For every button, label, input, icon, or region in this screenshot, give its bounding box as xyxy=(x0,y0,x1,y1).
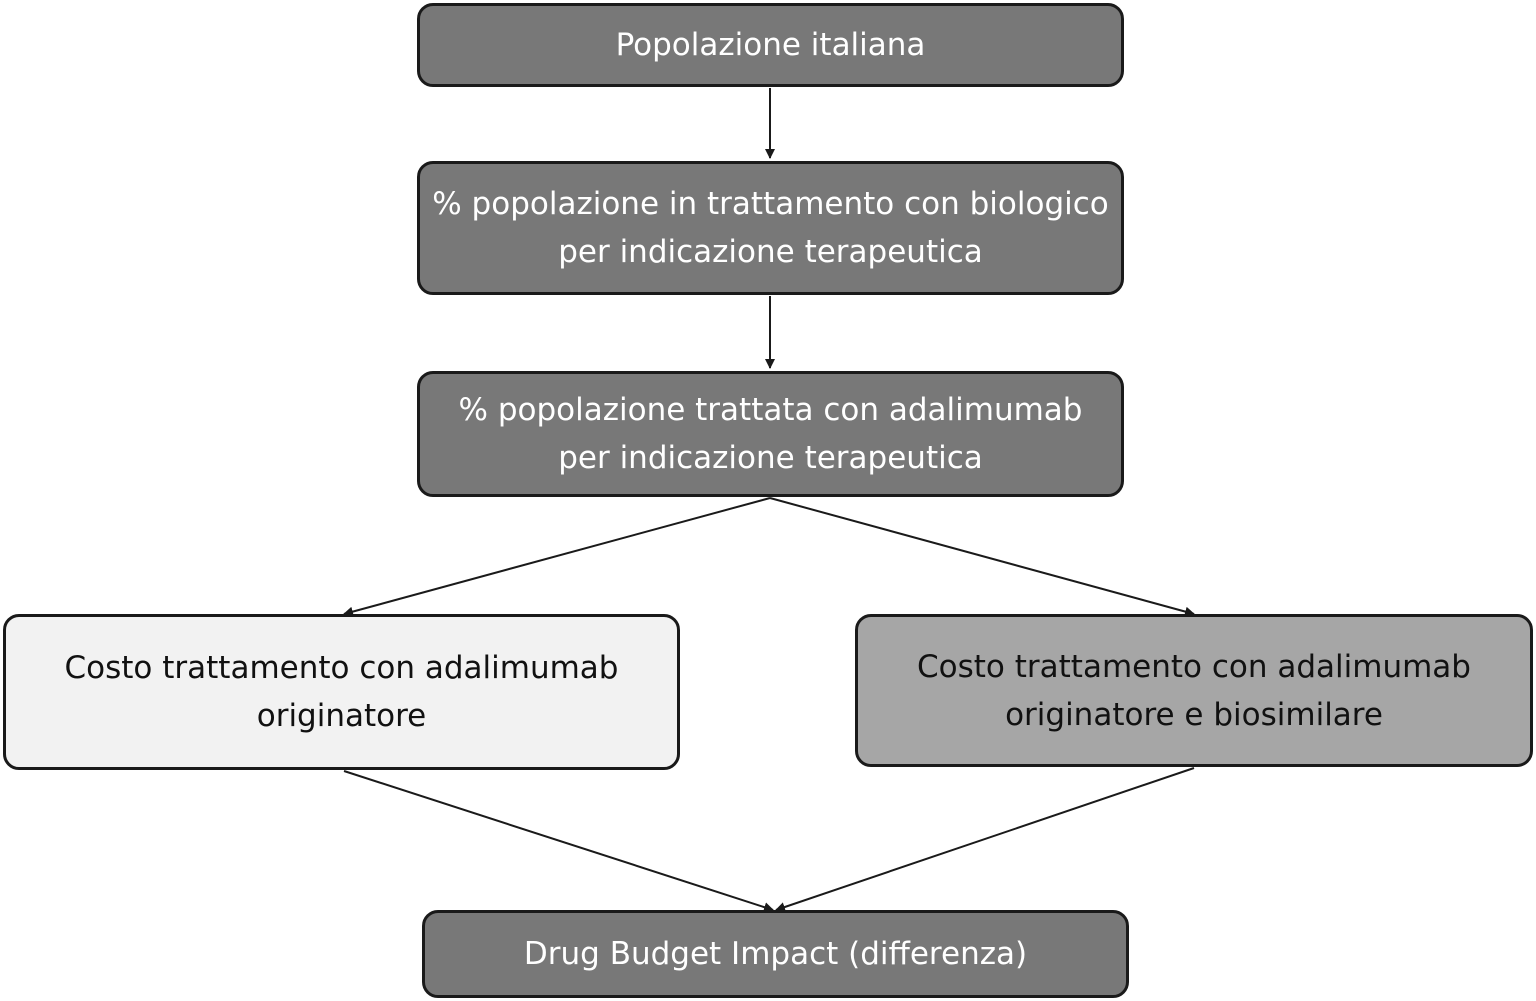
node-label: Costo trattamento con adalimumab origina… xyxy=(64,650,619,734)
edge-costo-originatore-to-budget-impact xyxy=(343,770,774,912)
node-popolazione-biologico: % popolazione in trattamento con biologi… xyxy=(417,161,1124,295)
edge-adalimumab-to-costo-originatore xyxy=(343,497,771,617)
node-popolazione-adalimumab: % popolazione trattata con adalimumab pe… xyxy=(417,371,1124,497)
node-costo-originatore-biosimilare: Costo trattamento con adalimumab origina… xyxy=(855,614,1533,767)
node-popolazione-italiana: Popolazione italiana xyxy=(417,3,1124,87)
node-label: Drug Budget Impact (differenza) xyxy=(523,936,1028,972)
node-label: Costo trattamento con adalimumab origina… xyxy=(917,648,1471,733)
edge-adalimumab-to-costo-biosimilare xyxy=(769,497,1195,617)
node-costo-originatore: Costo trattamento con adalimumab origina… xyxy=(3,614,680,770)
node-label: % popolazione trattata con adalimumab pe… xyxy=(458,392,1083,476)
node-label: Popolazione italiana xyxy=(615,27,926,63)
node-label: % popolazione in trattamento con biologi… xyxy=(432,186,1109,270)
edge-costo-biosimilare-to-budget-impact xyxy=(775,767,1195,912)
node-drug-budget-impact: Drug Budget Impact (differenza) xyxy=(422,910,1129,998)
